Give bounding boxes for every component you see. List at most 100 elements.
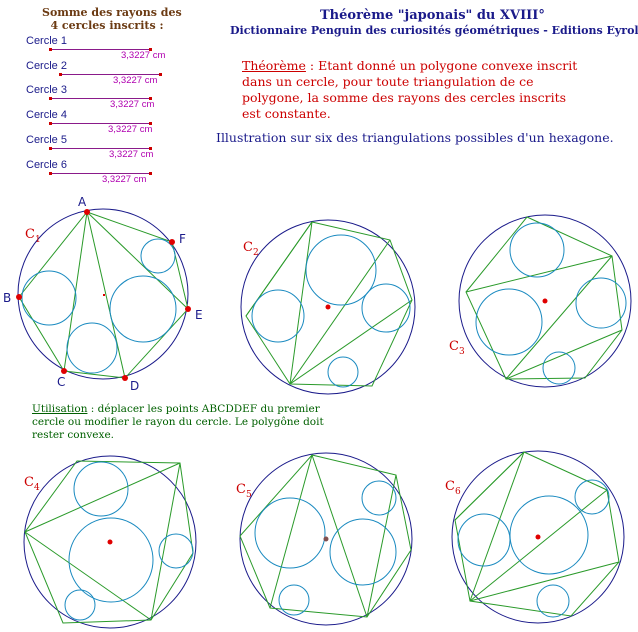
incircle-c3-4 — [542, 351, 576, 385]
sum-segment-2[interactable] — [60, 74, 160, 75]
sum-segment-start-6[interactable] — [49, 172, 52, 175]
sums-header-line1: Somme des rayons des — [42, 6, 182, 19]
diagonal-c2-3 — [289, 239, 391, 385]
figure-c4 — [23, 455, 197, 629]
incircle-c6-2 — [509, 495, 589, 575]
incircle-c4-2 — [68, 517, 154, 603]
circumcircle-c6[interactable] — [451, 450, 625, 624]
incircle-c2-4 — [327, 356, 359, 388]
theorem-text: : Etant donné un polygone convexe inscri… — [242, 58, 578, 121]
sum-label-3: Cercle 3 — [26, 84, 67, 96]
diagonal-c4-3 — [150, 462, 181, 621]
incircle-c3-1 — [509, 222, 565, 278]
sum-value-6: 3,3227 cm — [102, 174, 147, 185]
incircle-c5-3 — [361, 480, 397, 516]
incircle-c2-1 — [305, 234, 377, 306]
center-c3 — [542, 298, 548, 304]
sum-segment-4[interactable] — [50, 123, 150, 124]
incircle-c1-2 — [66, 322, 118, 374]
diagonal-c6-1 — [454, 451, 525, 521]
point-b[interactable] — [16, 294, 22, 300]
circumcircle-c4[interactable] — [23, 455, 197, 629]
diagonal-c6-3 — [469, 489, 608, 602]
point-e[interactable] — [185, 306, 191, 312]
point-d[interactable] — [122, 375, 128, 381]
illustration-caption: Illustration sur six des triangulations … — [216, 130, 614, 145]
page-title: Théorème "japonais" du XVIII° — [320, 8, 545, 23]
usage-text: : déplacer les points ABCDDEF du premier… — [32, 403, 324, 441]
sum-segment-start-3[interactable] — [49, 97, 52, 100]
theorem-keyword: Théorème — [242, 58, 306, 73]
diagonal-c3-2 — [505, 255, 613, 380]
diagonal-c4-2 — [24, 531, 152, 621]
hexagon-c3 — [465, 216, 623, 380]
label-circle-5: C5 — [236, 482, 252, 500]
circumcircle-c2[interactable] — [240, 219, 416, 395]
figure-c5 — [239, 452, 413, 626]
diagonal-c5-1 — [269, 454, 313, 609]
sum-segment-start-5[interactable] — [49, 147, 52, 150]
incircle-c4-4 — [64, 589, 96, 621]
label-point-d: D — [130, 379, 139, 393]
diagonal-c1-ad — [86, 211, 126, 379]
sum-segment-end-6[interactable] — [149, 172, 152, 175]
sum-segment-end-4[interactable] — [149, 122, 152, 125]
sum-segment-start-4[interactable] — [49, 122, 52, 125]
incircle-c3-3 — [575, 277, 627, 329]
incircle-c1-3 — [109, 275, 177, 343]
label-circle-1: C1 — [25, 227, 41, 245]
sum-segment-end-1[interactable] — [149, 48, 152, 51]
diagonal-c1-ae — [86, 211, 189, 310]
label-point-c: C — [57, 375, 65, 389]
incircle-c1-4 — [140, 238, 176, 274]
usage-keyword: Utilisation — [32, 403, 88, 415]
center-c4 — [107, 539, 113, 545]
circumcircle-c5[interactable] — [239, 452, 413, 626]
incircle-c2-3 — [361, 283, 411, 333]
sum-segment-end-2[interactable] — [159, 73, 162, 76]
label-circle-6: C6 — [445, 479, 461, 497]
point-f[interactable] — [169, 239, 175, 245]
label-point-f: F — [179, 232, 186, 246]
sum-label-1: Cercle 1 — [26, 35, 67, 47]
point-a[interactable] — [84, 209, 90, 215]
sum-segment-3[interactable] — [50, 98, 150, 99]
sum-value-3: 3,3227 cm — [110, 99, 155, 110]
incircle-c1-1 — [21, 270, 77, 326]
circumcircle-c1[interactable] — [17, 208, 189, 380]
theorem-statement: Théorème : Etant donné un polygone conve… — [242, 58, 582, 122]
incircle-c6-1 — [457, 513, 511, 567]
diagonal-c5-3 — [366, 474, 397, 618]
sum-segment-5[interactable] — [50, 148, 150, 149]
sum-segment-end-3[interactable] — [149, 97, 152, 100]
sum-segment-start-2[interactable] — [59, 73, 62, 76]
incircle-c6-4 — [536, 584, 570, 618]
hexagon-c6 — [454, 451, 620, 617]
sum-segment-6[interactable] — [50, 173, 150, 174]
figure-c6 — [451, 450, 625, 624]
incircle-c5-1 — [254, 497, 326, 569]
sum-value-5: 3,3227 cm — [109, 149, 154, 160]
diagonal-c2-4 — [289, 299, 413, 385]
diagonal-c3-1 — [465, 255, 613, 293]
sum-segment-start-1[interactable] — [49, 48, 52, 51]
incircle-c5-4 — [278, 584, 310, 616]
sum-segment-end-5[interactable] — [149, 147, 152, 150]
incircle-c2-2 — [251, 289, 305, 343]
sum-segment-1[interactable] — [50, 49, 150, 50]
sums-header-line2: 4 cercles inscrits : — [50, 19, 164, 32]
centers — [103, 294, 548, 545]
page-subtitle: Dictionnaire Penguin des curiosités géom… — [230, 24, 638, 37]
figure-c3 — [458, 214, 632, 388]
diagonal-c6-4 — [469, 561, 620, 602]
center-c2 — [325, 304, 331, 310]
sum-value-2: 3,3227 cm — [113, 75, 158, 86]
point-c[interactable] — [61, 368, 67, 374]
label-point-e: E — [195, 308, 203, 322]
incircle-c4-3 — [158, 533, 194, 569]
incircle-c4-1 — [73, 461, 129, 517]
label-circle-4: C4 — [24, 475, 40, 493]
circumcircle-c3[interactable] — [458, 214, 632, 388]
sum-value-4: 3,3227 cm — [108, 124, 153, 135]
